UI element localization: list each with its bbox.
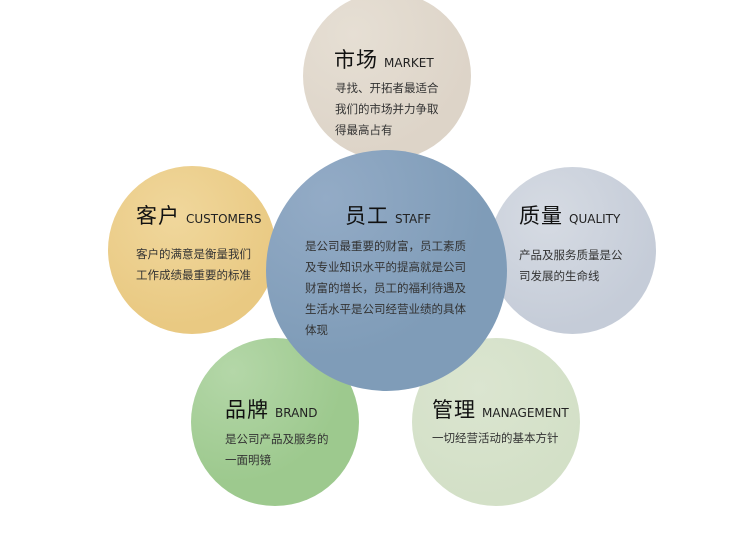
quality-line: 司发展的生命线	[519, 269, 600, 283]
market-title-cn: 市场	[334, 48, 378, 72]
staff-line: 体现	[305, 323, 328, 337]
staff-title: 员工 STAFF	[345, 200, 431, 230]
staff-line: 及专业知识水平的提高就是公司	[305, 260, 466, 274]
brand-title: 品牌 BRAND	[225, 394, 318, 424]
quality-line: 产品及服务质量是公	[519, 248, 623, 262]
brand-line: 一面明镜	[225, 453, 271, 467]
quality-circle	[489, 167, 656, 334]
staff-description: 是公司最重要的财富，员工素质 及专业知识水平的提高就是公司 财富的增长，员工的福…	[305, 236, 466, 341]
management-description: 一切经营活动的基本方针	[432, 428, 559, 449]
quality-title-en: QUALITY	[569, 212, 621, 226]
customers-circle	[108, 166, 276, 334]
management-title: 管理 MANAGEMENT	[432, 394, 569, 424]
quality-title-cn: 质量	[519, 204, 563, 228]
brand-title-en: BRAND	[275, 406, 318, 420]
customers-title-cn: 客户	[136, 204, 180, 228]
management-title-cn: 管理	[432, 398, 476, 422]
quality-title: 质量 QUALITY	[519, 200, 620, 230]
management-title-en: MANAGEMENT	[482, 406, 569, 420]
customers-title: 客户 CUSTOMERS	[136, 200, 261, 230]
staff-title-en: STAFF	[395, 212, 432, 226]
market-circle	[303, 0, 471, 160]
market-description: 寻找、开拓者最适合 我们的市场并力争取 得最高占有	[335, 78, 439, 141]
brand-description: 是公司产品及服务的 一面明镜	[225, 429, 329, 471]
market-line: 寻找、开拓者最适合	[335, 81, 439, 95]
staff-circle	[266, 150, 507, 391]
customers-line: 客户的满意是衡量我们	[136, 247, 251, 261]
staff-line: 生活水平是公司经营业绩的具体	[305, 302, 466, 316]
market-title-en: MARKET	[384, 56, 434, 70]
quality-description: 产品及服务质量是公 司发展的生命线	[519, 245, 623, 287]
customers-line: 工作成绩最重要的标准	[136, 268, 251, 282]
customers-description: 客户的满意是衡量我们 工作成绩最重要的标准	[136, 244, 251, 286]
brand-line: 是公司产品及服务的	[225, 432, 329, 446]
market-line: 我们的市场并力争取	[335, 102, 439, 116]
staff-line: 财富的增长，员工的福利待遇及	[305, 281, 466, 295]
customers-title-en: CUSTOMERS	[186, 212, 262, 226]
management-line: 一切经营活动的基本方针	[432, 431, 559, 445]
market-line: 得最高占有	[335, 123, 393, 137]
brand-title-cn: 品牌	[225, 398, 269, 422]
staff-line: 是公司最重要的财富，员工素质	[305, 239, 466, 253]
market-title: 市场 MARKET	[334, 44, 434, 74]
staff-title-cn: 员工	[345, 204, 389, 228]
